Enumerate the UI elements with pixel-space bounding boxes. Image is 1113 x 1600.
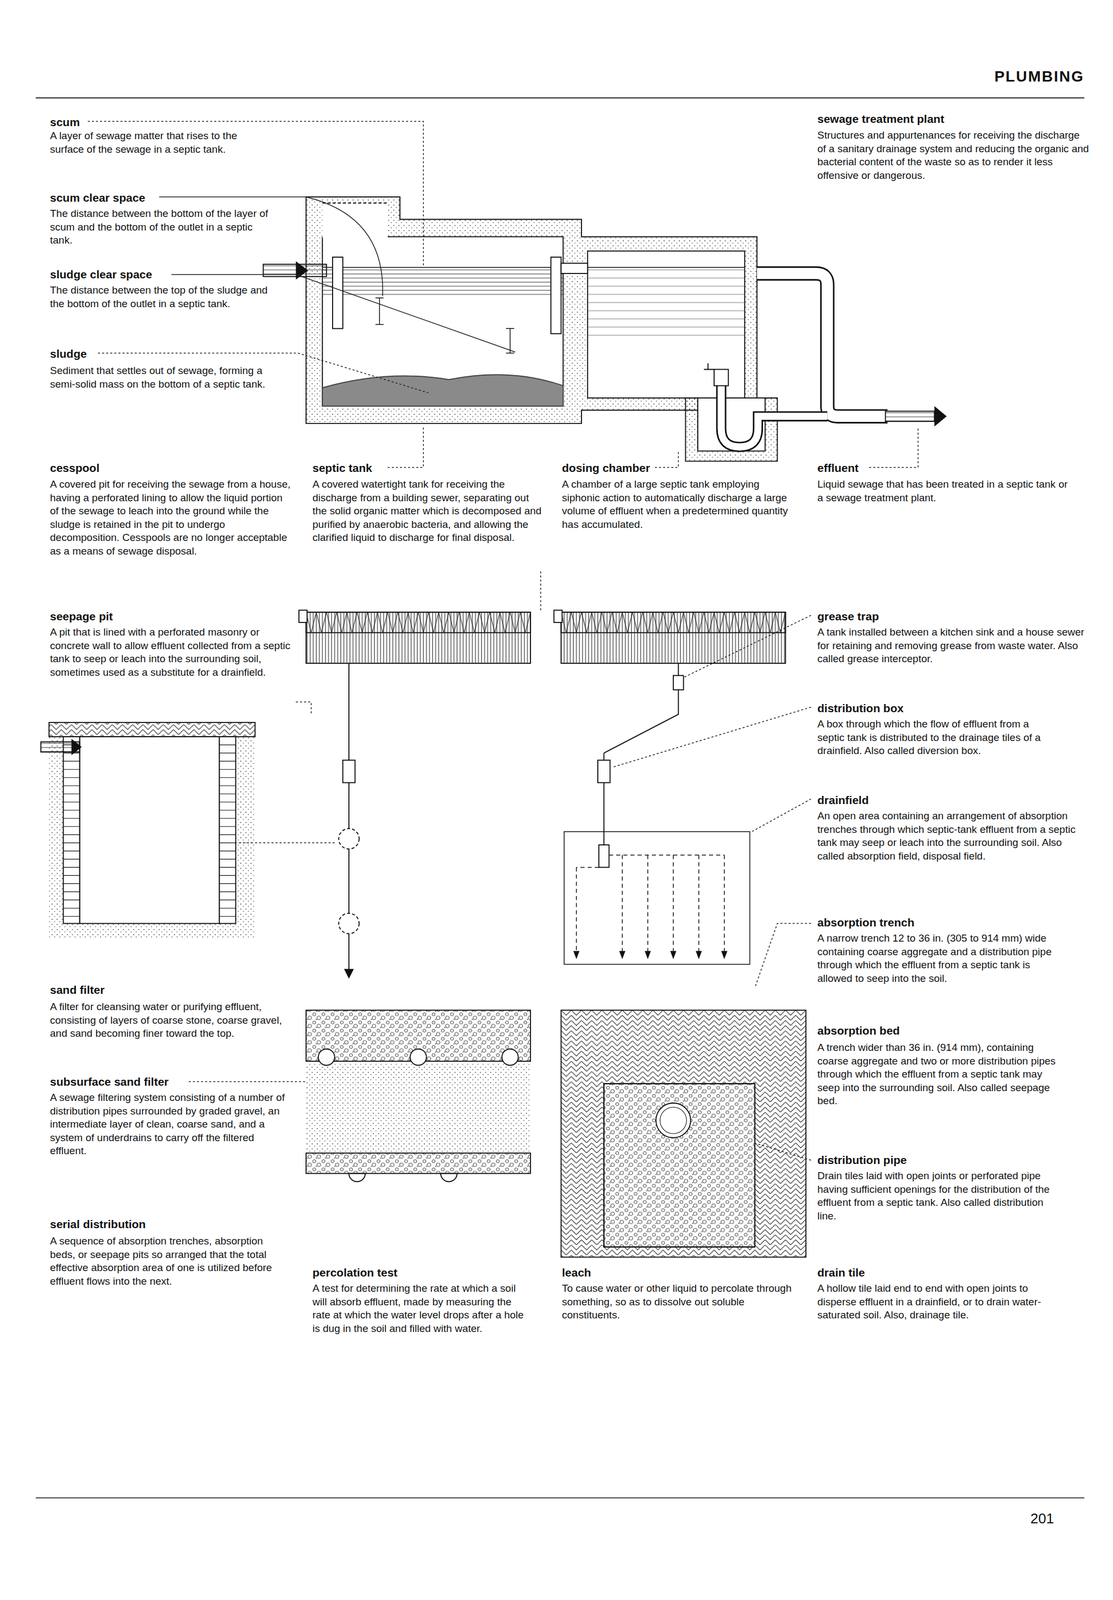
definition-text: A sewage filtering system consisting of … xyxy=(48,1090,289,1158)
term-heading: serial distribution xyxy=(48,1216,147,1231)
term-heading: seepage pit xyxy=(48,609,115,624)
definition-text: A filter for cleansing water or purifyin… xyxy=(48,999,295,1041)
term-heading: percolation test xyxy=(311,1265,399,1280)
page-title: PLUMBING xyxy=(994,67,1085,86)
term-heading: drain tile xyxy=(816,1265,867,1280)
definition-text: A chamber of a large septic tank employi… xyxy=(560,477,796,531)
serial-distribution-plan xyxy=(298,609,531,978)
term-heading: drainfield xyxy=(816,792,871,808)
definition-text: Structures and appurtenances for receivi… xyxy=(816,128,1092,183)
absorption-trench-section xyxy=(560,1009,806,1257)
term-heading: scum xyxy=(48,115,81,130)
term-heading: septic tank xyxy=(311,460,374,475)
definition-text: Liquid sewage that has been treated in a… xyxy=(816,477,1072,505)
definition-text: A pit that is lined with a perforated ma… xyxy=(48,625,295,679)
term-heading: subsurface sand filter xyxy=(48,1074,170,1089)
definition-text: A covered pit for receiving the sewage f… xyxy=(48,477,295,558)
definition-text: A tank installed between a kitchen sink … xyxy=(816,625,1092,666)
definition-text: A test for determining the rate at which… xyxy=(311,1281,531,1335)
definition-text: The distance between the bottom of the l… xyxy=(48,207,279,248)
definition-text: A trench wider than 36 in. (914 mm), con… xyxy=(816,1040,1062,1108)
page-rules xyxy=(35,97,1085,1498)
drainfield-plan xyxy=(553,609,786,964)
definition-text: The distance between the top of the slud… xyxy=(48,283,279,311)
definition-text: To cause water or other liquid to percol… xyxy=(560,1281,801,1322)
definition-text: A sequence of absorption trenches, absor… xyxy=(48,1234,279,1288)
term-heading: scum clear space xyxy=(48,190,147,205)
term-heading: sand filter xyxy=(48,982,106,997)
term-heading: effluent xyxy=(816,460,860,475)
term-heading: leach xyxy=(560,1265,593,1280)
definition-text: Sediment that settles out of sewage, for… xyxy=(48,364,279,391)
term-heading: sludge xyxy=(48,346,89,361)
definition-text: Drain tiles laid with open joints or per… xyxy=(816,1168,1062,1223)
definition-text: A covered watertight tank for receiving … xyxy=(311,477,547,545)
definition-text: A narrow trench 12 to 36 in. (305 to 914… xyxy=(816,931,1062,985)
term-heading: cesspool xyxy=(48,460,101,475)
term-heading: dosing chamber xyxy=(560,460,652,475)
septic-tank-section xyxy=(263,196,947,461)
definition-text: An open area containing an arrangement o… xyxy=(816,809,1082,863)
seepage-pit-section xyxy=(40,722,255,939)
term-heading: sludge clear space xyxy=(48,267,154,282)
term-heading: distribution pipe xyxy=(816,1152,908,1167)
definition-text: A hollow tile laid end to end with open … xyxy=(816,1281,1062,1322)
subsurface-sand-filter-section xyxy=(305,1009,531,1181)
term-heading: absorption bed xyxy=(816,1023,902,1038)
term-heading: distribution box xyxy=(816,701,905,716)
term-heading: sewage treatment plant xyxy=(816,111,946,127)
definition-text: A box through which the flow of effluent… xyxy=(816,717,1052,758)
page-number: 201 xyxy=(1030,1509,1054,1527)
term-heading: absorption trench xyxy=(816,915,916,930)
term-heading: grease trap xyxy=(816,609,880,624)
definition-text: A layer of sewage matter that rises to t… xyxy=(48,129,259,156)
